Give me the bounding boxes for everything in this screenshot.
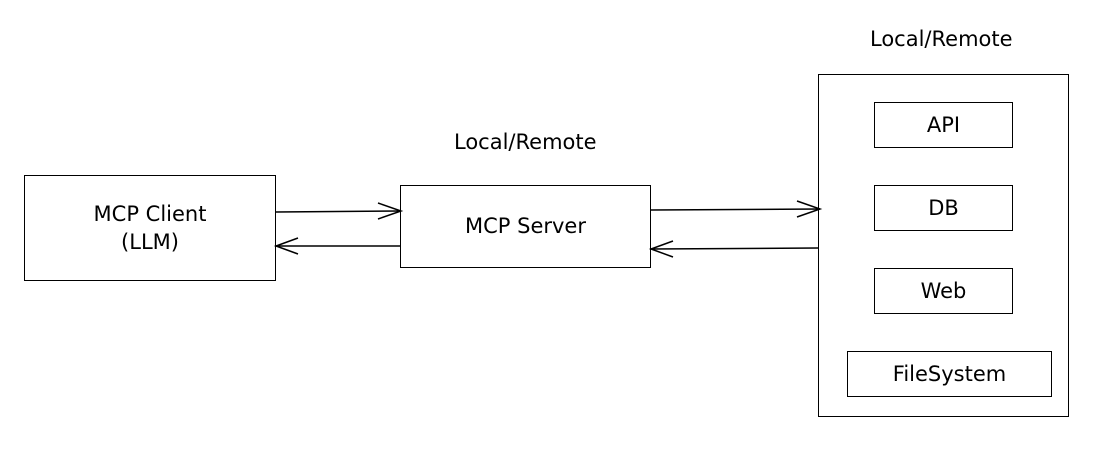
resource-api-box: API [874,102,1013,148]
arrow-resources-to-server [648,240,819,258]
resource-db-box: DB [874,185,1013,231]
resource-api-label: API [926,112,961,137]
resource-web-box: Web [874,268,1013,314]
resource-filesystem-box: FileSystem [847,351,1052,397]
arrow-server-to-resources [650,200,823,218]
resource-filesystem-label: FileSystem [892,361,1007,386]
mcp-server-box: MCP Server [400,185,651,268]
resource-db-label: DB [928,195,959,220]
arrow-server-to-client [273,237,400,255]
resources-location-label: Local/Remote [870,27,1013,51]
mcp-client-box: MCP Client (LLM) [24,175,276,281]
mcp-client-subtitle: (LLM) [121,230,179,254]
mcp-client-title: MCP Client [93,201,207,226]
arrow-client-to-server [275,202,404,220]
resource-web-label: Web [920,278,967,303]
mcp-server-title: MCP Server [465,214,586,239]
server-location-label: Local/Remote [454,130,597,154]
